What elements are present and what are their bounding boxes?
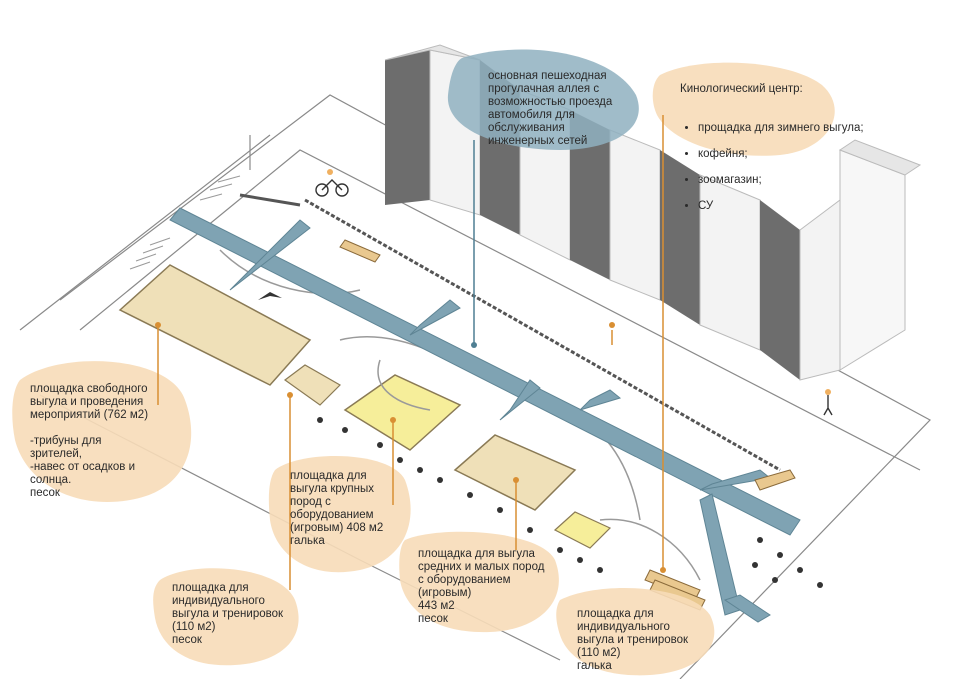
fence-rail (304, 198, 781, 472)
blob-free-area (12, 361, 192, 502)
blob-medium-small (399, 531, 559, 633)
label-cynology-item: прощадка для зимнего выгула; (698, 122, 864, 135)
label-cynology-title: Кинологический центр: (680, 83, 803, 95)
label-cynology-item: зоомагазин; (698, 174, 864, 187)
zone-medium-small (453, 434, 577, 511)
fence-rail-inner (239, 193, 301, 207)
pedestrian-icon (823, 389, 833, 416)
label-cynology-item: кофейня; (698, 148, 864, 161)
label-large-breeds: площадка для выгула крупных пород с обор… (290, 470, 384, 547)
blob-large-breeds (268, 456, 411, 573)
residential-building (384, 44, 922, 381)
leader-lines (155, 115, 666, 590)
blob-alley (447, 49, 639, 150)
zone-individual-right (553, 511, 612, 549)
label-cynology-list: прощадка для зимнего выгула; кофейня; зо… (680, 109, 864, 226)
label-free-area: площадка свободного выгула и проведения … (30, 383, 149, 499)
zone-individual-left (283, 364, 341, 406)
blob-cynology (652, 62, 835, 156)
label-alley: основная пешеходная прогулачная аллея с … (488, 70, 613, 147)
zone-free-walking (118, 264, 312, 386)
label-medium-small: площадка для выгула средних и малых поро… (418, 548, 545, 625)
zone-large-breeds (343, 374, 462, 451)
trees-row (317, 417, 823, 588)
parking-stripes (129, 175, 241, 270)
main-alley (169, 207, 801, 623)
blob-individual-right (556, 588, 715, 676)
blob-individual-left (153, 568, 299, 666)
bird-icon (258, 292, 282, 300)
cyclist-icon (315, 169, 349, 197)
label-cynology-item: СУ (698, 200, 864, 213)
label-individual-left: площадка для индивидуального выгула и тр… (172, 582, 284, 646)
label-individual-right: площадка для индивидуального выгула и тр… (577, 608, 689, 672)
label-blobs (12, 49, 835, 676)
label-cynology: Кинологический центр: прощадка для зимне… (680, 70, 864, 239)
